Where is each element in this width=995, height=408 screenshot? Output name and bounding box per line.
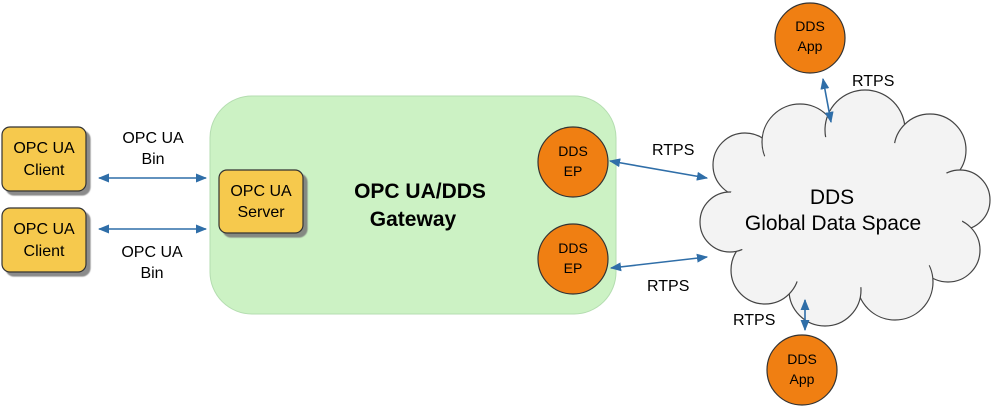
opc-ua-client-box: OPC UA Client	[1, 207, 87, 273]
dds-endpoint-node: DDS EP	[537, 223, 609, 295]
server-label-line2: Server	[237, 204, 285, 221]
gateway-title-line2: Gateway	[370, 208, 457, 231]
client-label-line1: OPC UA	[13, 221, 75, 238]
endpoint-label-line2: EP	[564, 260, 583, 276]
app-label-line1: DDS	[795, 18, 825, 34]
rtps-arrow	[609, 253, 709, 272]
cloud-label-line1: DDS	[810, 186, 854, 209]
app-label-line2: App	[790, 371, 815, 387]
rtps-label: RTPS	[733, 312, 775, 329]
endpoint-label-line1: DDS	[558, 143, 588, 159]
link-label-line2: Bin	[140, 265, 163, 282]
opc-ua-server-box: OPC UA Server	[218, 169, 304, 234]
dds-endpoint-node: DDS EP	[537, 126, 609, 198]
rtps-arrow	[820, 77, 834, 124]
dds-app-node: DDS App	[774, 2, 846, 74]
client-label-line1: OPC UA	[13, 140, 75, 157]
rtps-label: RTPS	[852, 73, 894, 90]
cloud-label-line2: Global Data Space	[745, 212, 921, 235]
rtps-label: RTPS	[647, 278, 689, 295]
dds-app-node: DDS App	[766, 334, 838, 406]
server-label-line1: OPC UA	[230, 183, 292, 200]
global-data-space-cloud: DDS Global Data Space	[699, 89, 991, 327]
gateway-title-line1: OPC UA/DDS	[354, 180, 486, 203]
client-label-line2: Client	[24, 243, 65, 260]
app-label-line1: DDS	[787, 351, 817, 367]
client-label-line2: Client	[24, 162, 65, 179]
link-label-line1: OPC UA	[121, 244, 183, 261]
rtps-label: RTPS	[652, 142, 694, 159]
rtps-arrow	[608, 158, 709, 181]
endpoint-label-line1: DDS	[558, 240, 588, 256]
gateway-container: OPC UA/DDS Gateway	[209, 95, 617, 315]
endpoint-label-line2: EP	[564, 163, 583, 179]
opc-ua-client-box: OPC UA Client	[1, 126, 87, 192]
app-label-line2: App	[798, 38, 823, 54]
link-label-line2: Bin	[141, 151, 164, 168]
link-label-line1: OPC UA	[122, 130, 184, 147]
